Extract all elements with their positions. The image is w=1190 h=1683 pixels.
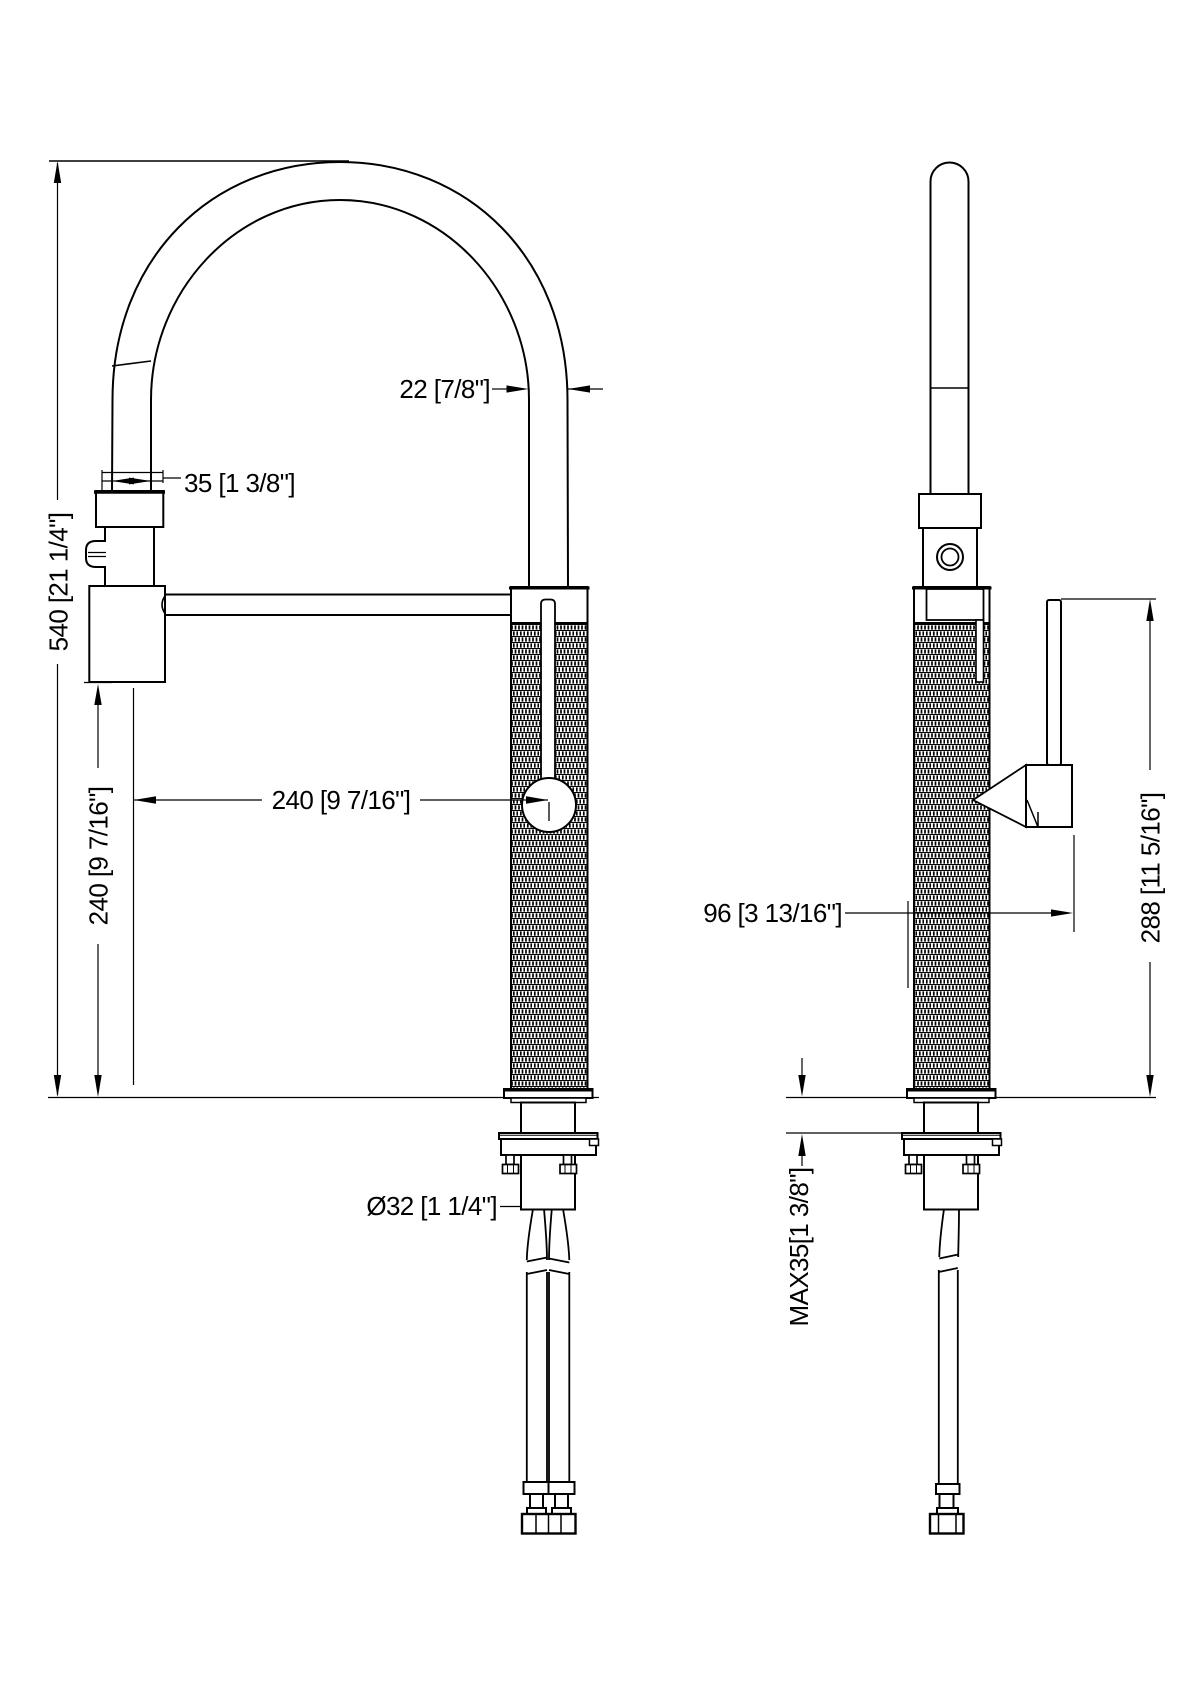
arrow-up-icon (1146, 599, 1154, 621)
side-mounting-bolt-left (904, 1154, 923, 1175)
side-hose-hex-nut (928, 1512, 965, 1535)
side-head-collar (918, 493, 982, 529)
hose-end-fittings (520, 1481, 577, 1535)
spray-head-clip (85, 540, 106, 568)
head-button-outer (936, 543, 964, 571)
arrow-down-icon (94, 1075, 102, 1097)
side-slot-sliver (975, 619, 985, 683)
spray-head-clip-slot (88, 551, 106, 558)
head-button-inner (940, 547, 960, 567)
bracket-tab (588, 1138, 600, 1147)
dim-deck-thickness (786, 1058, 902, 1166)
side-head-notch (925, 588, 985, 621)
arrow-right-icon (506, 385, 529, 393)
supply-hoses (525, 1208, 571, 1482)
dim-hole-diameter-label: Ø32 [1 1/4"] (366, 1191, 497, 1221)
dim-tube-diameter-label: 22 [7/8"] (399, 374, 490, 404)
arrow-left-icon (112, 477, 134, 485)
mounting-bracket (500, 1138, 597, 1156)
spray-head-collar (95, 490, 165, 528)
dimension-labels: 540 [21 1/4"] 240 [9 7/16"] 240 [9 7/16"… (44, 374, 1166, 1327)
arrow-right-icon (1051, 909, 1073, 917)
dim-outlet-height (84, 681, 112, 1097)
dim-handle-height (1061, 598, 1156, 1097)
side-head-body (922, 527, 978, 590)
arrow-right-icon (526, 796, 548, 804)
dim-spout-reach-label: 240 [9 7/16"] (272, 785, 411, 815)
dim-head-diameter (101, 470, 181, 492)
dim-head-diameter-label: 35 [1 3/8"] (184, 468, 295, 498)
dim-overall-height-label: 540 [21 1/4"] (44, 513, 74, 652)
arrow-down-icon (1146, 1075, 1154, 1097)
support-arm (165, 593, 512, 616)
hose-sheath-joint-line (111, 360, 152, 367)
gooseneck-outer-outline (111, 160, 569, 589)
side-hose-end-fitting (928, 1483, 965, 1535)
side-supply-hose (937, 1208, 960, 1484)
arrow-up-icon (53, 161, 62, 183)
arrow-down-icon (798, 1075, 806, 1097)
side-mounting-bracket (903, 1138, 1000, 1156)
arrow-up-icon (94, 684, 102, 705)
dim-handle-projection (845, 835, 1075, 988)
mounting-bolt-right (559, 1154, 578, 1175)
mounting-bolt-left (501, 1154, 520, 1175)
side-view (901, 161, 1073, 1535)
arrow-down-icon (53, 1075, 62, 1097)
arrow-left-icon (568, 385, 590, 393)
support-arm-cap (161, 594, 167, 616)
dim-deck-thickness-label: MAX35[1 3/8"] (784, 1168, 814, 1327)
side-spout-tube (929, 161, 970, 494)
hose-guide-slot (540, 598, 556, 789)
spray-head-body (104, 526, 155, 587)
side-bracket-tab (991, 1138, 1003, 1147)
handle-block-detail (1026, 799, 1039, 828)
arrow-up-icon (798, 1134, 806, 1156)
spray-head-outlet (88, 585, 166, 683)
threaded-shank (520, 1101, 576, 1134)
dim-spout-reach (132, 688, 548, 1085)
dim-outlet-height-label: 240 [9 7/16"] (84, 787, 114, 926)
dim-overall-height (53, 161, 62, 1097)
dim-handle-projection-label: 96 [3 13/16"] (703, 898, 842, 928)
side-mounting-bolt-right (962, 1154, 981, 1175)
handle-lever (1046, 599, 1062, 766)
side-knurled-body (913, 622, 991, 1090)
dimension-annotations (48, 160, 1156, 1208)
arrow-right-icon (129, 477, 151, 485)
arrow-left-icon (134, 796, 156, 804)
dim-handle-height-label: 288 [11 5/16"] (1136, 793, 1166, 944)
handle-block (1025, 764, 1073, 828)
gooseneck-inner-outline (150, 198, 530, 588)
side-threaded-shank (923, 1101, 979, 1134)
front-view (85, 160, 600, 1535)
dim-tube-diameter (492, 385, 603, 393)
